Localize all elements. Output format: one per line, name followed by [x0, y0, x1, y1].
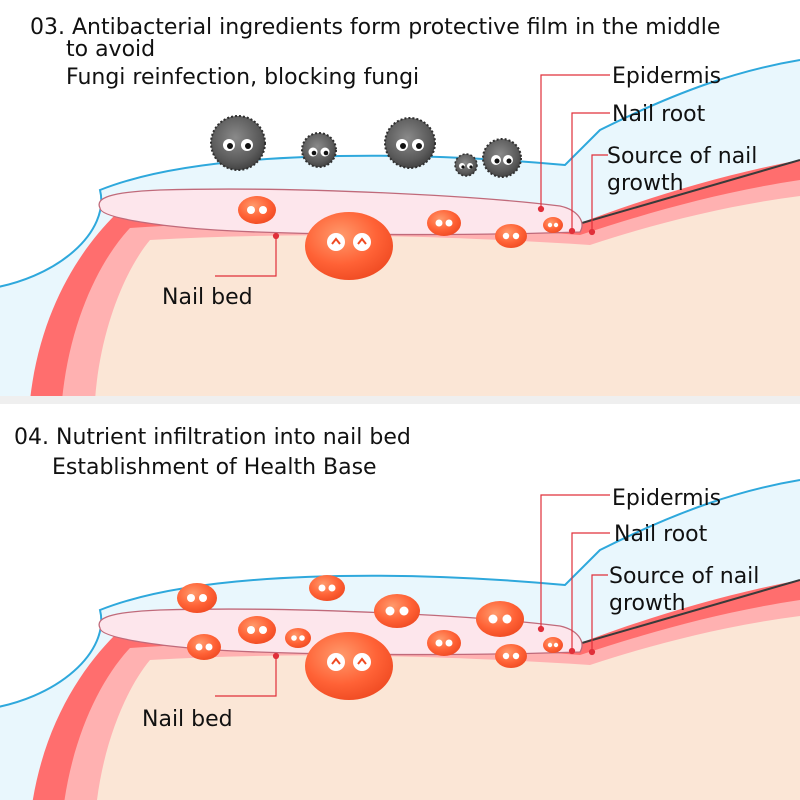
- label-epidermis: Epidermis: [612, 64, 721, 89]
- label-epidermis: Epidermis: [612, 486, 721, 511]
- label-nail-bed: Nail bed: [162, 285, 253, 310]
- nutrient-blob: [495, 224, 527, 248]
- nutrient-blob: [543, 637, 563, 653]
- fungus: [301, 132, 337, 168]
- label-growth-line-2: growth: [609, 591, 686, 616]
- nutrient-blob: [187, 634, 221, 660]
- panel-heading: 04. Nutrient infiltration into nail bed …: [14, 425, 411, 480]
- nutrient-blob: [238, 196, 276, 224]
- heading-line-1: 03. Antibacterial ingredients form prote…: [30, 15, 720, 40]
- nutrient-blob: [238, 616, 276, 644]
- panel-03: 03. Antibacterial ingredients form prote…: [0, 15, 800, 401]
- layer-labels: Epidermis Nail root Source of nail growt…: [142, 486, 759, 732]
- label-nail-bed: Nail bed: [142, 707, 233, 732]
- nutrient-blob: [427, 210, 461, 236]
- nutrient-blob: [285, 628, 311, 648]
- fungus: [384, 117, 436, 169]
- panel-heading: 03. Antibacterial ingredients form prote…: [30, 15, 720, 90]
- fungus: [482, 138, 522, 178]
- heading-line-3: Fungi reinfection, blocking fungi: [66, 65, 419, 90]
- nutrient-group: [177, 575, 563, 700]
- nutrient-blob: [476, 601, 524, 637]
- panel-divider: [0, 396, 800, 404]
- label-growth-line-2: growth: [607, 171, 684, 196]
- fungus: [454, 153, 478, 177]
- layer-labels: Epidermis Nail root Source of nail growt…: [162, 64, 757, 310]
- heading-line-1: 04. Nutrient infiltration into nail bed: [14, 425, 411, 450]
- nutrient-blob: [309, 575, 345, 601]
- label-nail-root: Nail root: [612, 102, 706, 127]
- heading-line-2: to avoid: [66, 37, 155, 62]
- nutrient-group: [238, 196, 563, 280]
- nutrient-blob: [177, 583, 217, 613]
- panel-04: 04. Nutrient infiltration into nail bed …: [0, 425, 800, 800]
- nutrient-blob: [374, 594, 420, 628]
- fungi-group: [210, 115, 522, 178]
- nutrient-blob-large: [305, 212, 393, 280]
- nutrient-blob: [495, 644, 527, 668]
- label-nail-root: Nail root: [614, 522, 708, 547]
- heading-line-2: Establishment of Health Base: [52, 455, 377, 480]
- fungus: [210, 115, 266, 171]
- nutrient-blob: [543, 217, 563, 233]
- label-growth-line-1: Source of nail: [607, 144, 757, 169]
- nutrient-blob-large: [305, 632, 393, 700]
- nutrient-blob: [427, 630, 461, 656]
- label-growth-line-1: Source of nail: [609, 564, 759, 589]
